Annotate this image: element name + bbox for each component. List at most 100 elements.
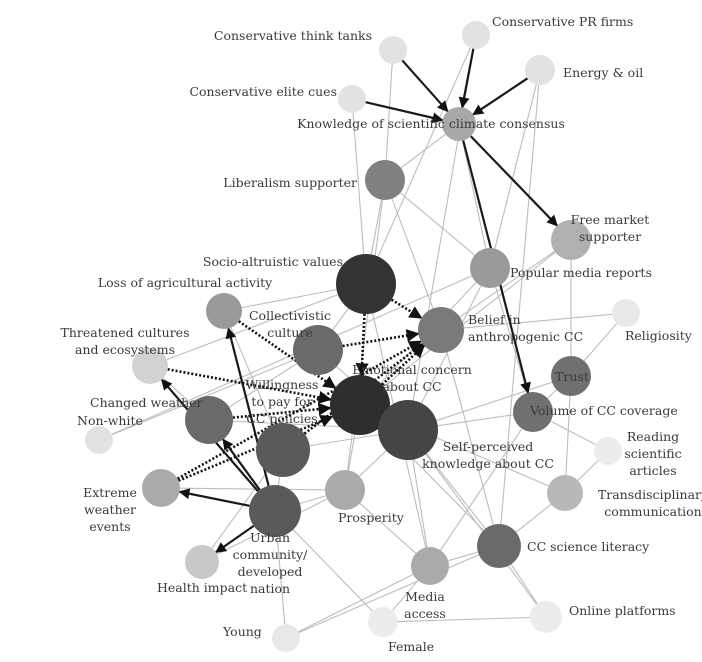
node-label-conservative-think-tanks: Conservative think tanks xyxy=(214,28,372,43)
edge-weak xyxy=(332,307,349,331)
edge-weak xyxy=(400,133,446,169)
node-label-line: Prosperity xyxy=(338,510,405,525)
edge-weak xyxy=(399,192,476,256)
node-label-volume-of-cc-coverage: Volume of CC coverage xyxy=(529,403,678,418)
edge-strong-arrow xyxy=(215,524,255,554)
node-popular-media-reports[interactable] xyxy=(470,248,510,288)
nodes-layer xyxy=(85,21,640,652)
node-label-conservative-elite-cues: Conservative elite cues xyxy=(189,84,337,99)
node-label-line: Volume of CC coverage xyxy=(529,403,678,418)
node-label-line: Conservative think tanks xyxy=(214,28,372,43)
node-reading-scientific-articles[interactable] xyxy=(594,437,622,465)
node-label-online-platforms: Online platforms xyxy=(569,603,676,618)
node-non-white[interactable] xyxy=(85,426,113,454)
node-label-line: Socio-altruistic values xyxy=(203,254,343,269)
edge-weak xyxy=(277,476,281,486)
node-label-cc-science-literacy: CC science literacy xyxy=(527,539,650,554)
node-liberalism-supporter[interactable] xyxy=(365,160,405,200)
node-threatened-cultures-and-ecosystems[interactable] xyxy=(132,348,168,384)
node-label-threatened-cultures-and-ecosystems: Threatened cultures and ecosystems xyxy=(61,325,190,357)
node-religiosity[interactable] xyxy=(612,299,640,327)
node-online-platforms[interactable] xyxy=(530,601,562,633)
node-energy-oil[interactable] xyxy=(525,55,555,85)
edge-dotted-arrow xyxy=(232,402,332,419)
node-label-line: weather xyxy=(84,502,136,517)
edge-weak xyxy=(179,487,326,491)
node-label-changed-weather: Changed weather xyxy=(90,395,203,410)
node-label-line: Trust xyxy=(555,369,589,384)
node-label-line: Religiosity xyxy=(625,328,693,343)
edge-weak xyxy=(510,564,538,604)
node-collectivistic-culture[interactable] xyxy=(293,325,343,375)
node-label-prosperity: Prosperity xyxy=(338,510,405,525)
node-label-religiosity: Religiosity xyxy=(625,328,693,343)
edge-weak xyxy=(241,289,337,309)
node-health-impact[interactable] xyxy=(185,545,219,579)
node-free-market-supporter[interactable] xyxy=(551,220,591,260)
edge-dotted-arrow xyxy=(176,340,423,480)
node-label-line: Online platforms xyxy=(569,603,676,618)
node-emotional-concern-about-cc[interactable] xyxy=(330,375,390,435)
node-trust[interactable] xyxy=(551,356,591,396)
node-label-female: Female xyxy=(388,639,434,654)
edge-dotted-arrow xyxy=(390,298,423,320)
edge-dotted-arrow xyxy=(238,320,337,390)
node-label-line: Media xyxy=(405,589,445,604)
node-label-line: Young xyxy=(222,624,262,639)
edge-weak xyxy=(166,294,339,361)
edge-weak xyxy=(392,580,419,611)
node-label-trust: Trust xyxy=(555,369,589,384)
node-loss-of-agricultural-activity[interactable] xyxy=(206,293,242,329)
edge-weak xyxy=(446,352,494,525)
edge-dotted-arrow xyxy=(167,368,332,404)
node-label-line: scientific xyxy=(624,446,681,461)
node-label-line: and ecosystems xyxy=(75,342,175,357)
edge-weak xyxy=(391,198,434,309)
node-changed-weather[interactable] xyxy=(185,396,233,444)
edge-weak xyxy=(377,47,471,257)
node-media-access[interactable] xyxy=(411,547,449,585)
node-willingness-to-pay-for-cc-policies[interactable] xyxy=(256,423,310,477)
node-knowledge-of-scientific-climate-consensus[interactable] xyxy=(442,107,476,141)
node-label-line: Transdisciplinary xyxy=(598,487,702,502)
node-conservative-think-tanks[interactable] xyxy=(379,36,407,64)
node-label-line: CC policies xyxy=(246,411,317,426)
node-female[interactable] xyxy=(368,607,398,637)
edge-weak xyxy=(495,287,528,393)
edge-weak xyxy=(359,450,387,477)
edge-weak xyxy=(370,199,382,255)
edge-strong-arrow xyxy=(401,59,449,113)
node-cc-science-literacy[interactable] xyxy=(477,524,521,568)
edge-weak xyxy=(583,323,618,362)
edge-weak xyxy=(425,453,537,605)
node-volume-of-cc-coverage[interactable] xyxy=(513,392,553,432)
edge-weak xyxy=(228,363,298,408)
node-transdisciplinary-communication[interactable] xyxy=(547,475,583,511)
node-belief-in-anthropogenic-cc[interactable] xyxy=(418,307,464,353)
edge-weak xyxy=(292,529,373,612)
node-extreme-weather-events[interactable] xyxy=(142,469,180,507)
node-socio-altruistic-values[interactable] xyxy=(336,254,396,314)
node-conservative-pr-firms[interactable] xyxy=(462,21,490,49)
node-label-line: Urban xyxy=(250,530,290,545)
node-conservative-elite-cues[interactable] xyxy=(338,85,366,113)
node-label-health-impact: Health impact xyxy=(157,580,247,595)
edge-weak xyxy=(347,434,356,471)
node-label-line: articles xyxy=(629,463,676,478)
node-label-line: CC science literacy xyxy=(527,539,650,554)
node-self-perceived-knowledge-about-cc[interactable] xyxy=(378,400,438,460)
edge-weak xyxy=(385,63,393,161)
edge-weak xyxy=(550,420,596,446)
node-prosperity[interactable] xyxy=(325,470,365,510)
node-label-line: Threatened cultures xyxy=(61,325,190,340)
node-urban-community-developed-nation[interactable] xyxy=(249,485,301,537)
node-label-line: Popular media reports xyxy=(510,265,652,280)
node-young[interactable] xyxy=(272,624,300,652)
edge-dotted-arrow xyxy=(381,344,426,386)
